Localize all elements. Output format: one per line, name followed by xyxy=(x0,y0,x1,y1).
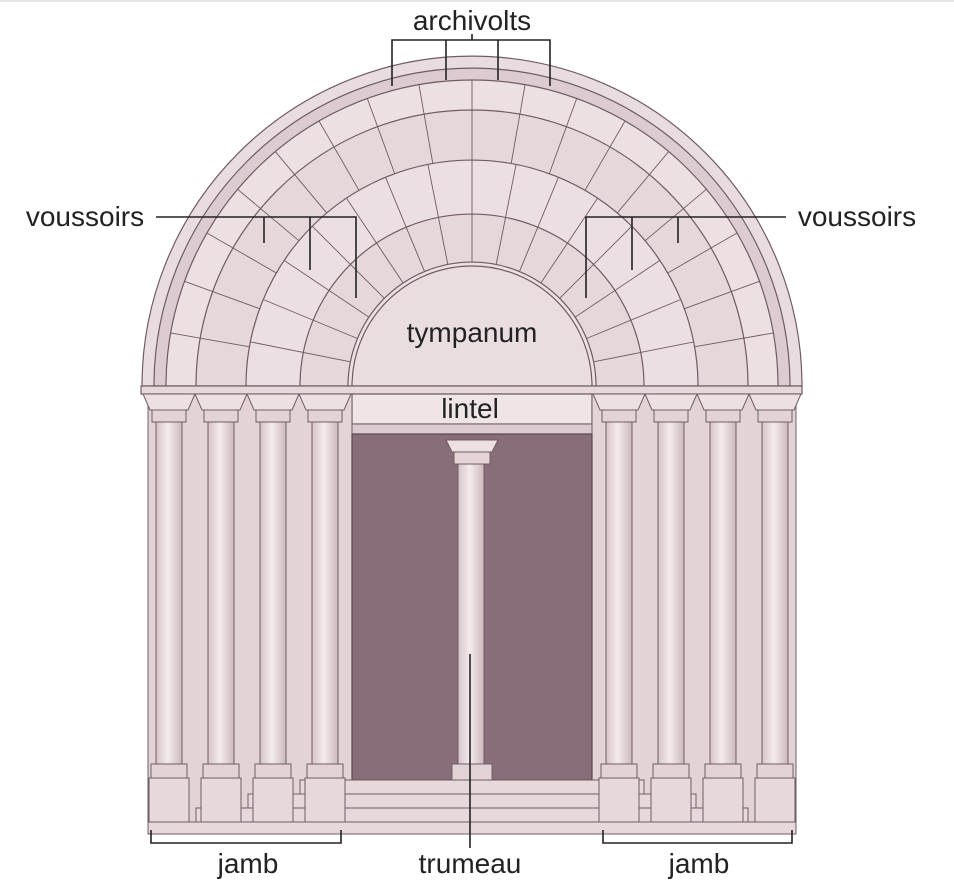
label-archivolts: archivolts xyxy=(413,5,531,36)
voussoir-joint-outer xyxy=(418,84,434,164)
voussoir-joint-inner xyxy=(574,260,661,318)
label-trumeau: trumeau xyxy=(419,848,522,879)
voussoir-joint-inner xyxy=(263,299,358,339)
voussoir-joint-inner xyxy=(586,299,681,339)
jamb-column xyxy=(246,393,300,823)
label-tympanum: tympanum xyxy=(407,317,538,348)
trumeau-column xyxy=(445,439,499,781)
jamb-column xyxy=(644,393,698,823)
label-jamb-left: jamb xyxy=(217,848,279,879)
voussoir-joint-outer xyxy=(510,84,526,164)
voussoir-joint-outer xyxy=(667,232,738,274)
voussoir-joint-outer xyxy=(274,151,328,214)
jamb-column xyxy=(592,393,646,823)
jamb-column xyxy=(194,393,248,823)
jamb-columns xyxy=(142,393,802,823)
voussoir-joint-inner xyxy=(385,177,425,272)
voussoir-joint-outer xyxy=(584,120,626,191)
voussoir-joint-inner xyxy=(311,225,385,299)
voussoir-joint-outer xyxy=(616,151,670,214)
voussoir-joint-outer xyxy=(366,98,396,174)
voussoir-joints xyxy=(170,80,774,363)
voussoir-joint-outer xyxy=(206,232,277,274)
lintel-soffit xyxy=(351,423,593,435)
voussoir-joint-inner xyxy=(559,225,633,299)
voussoir-joint-outer xyxy=(237,188,300,242)
voussoir-joint-outer xyxy=(184,280,260,310)
label-lintel: lintel xyxy=(441,393,499,424)
lintel-block xyxy=(351,393,593,425)
leader-lines xyxy=(150,34,793,848)
voussoir-joint-inner xyxy=(283,260,370,318)
jamb-column xyxy=(298,393,352,823)
voussoir-joint-outer xyxy=(170,332,250,348)
label-voussoirs-left: voussoirs xyxy=(26,201,144,232)
tympanum xyxy=(351,265,593,387)
voussoir-joint-outer xyxy=(684,280,760,310)
voussoir-joint-inner xyxy=(593,341,694,363)
voussoir-joint-inner xyxy=(427,164,449,265)
voussoir-joint-outer xyxy=(318,120,360,191)
label-jamb-right: jamb xyxy=(668,848,730,879)
top-border xyxy=(0,0,954,2)
label-voussoirs-right: voussoirs xyxy=(798,201,916,232)
jamb-column xyxy=(748,393,802,823)
jamb-column xyxy=(696,393,750,823)
voussoir-joint-outer xyxy=(644,188,707,242)
voussoir-joint-inner xyxy=(346,197,404,284)
voussoir-joint-inner xyxy=(495,164,517,265)
voussoir-joint-inner xyxy=(540,197,598,284)
jamb-column xyxy=(142,393,196,823)
voussoir-joint-inner xyxy=(250,341,351,363)
voussoir-joint-outer xyxy=(548,98,578,174)
voussoir-joint-inner xyxy=(519,177,559,272)
voussoir-joint-outer xyxy=(694,332,774,348)
